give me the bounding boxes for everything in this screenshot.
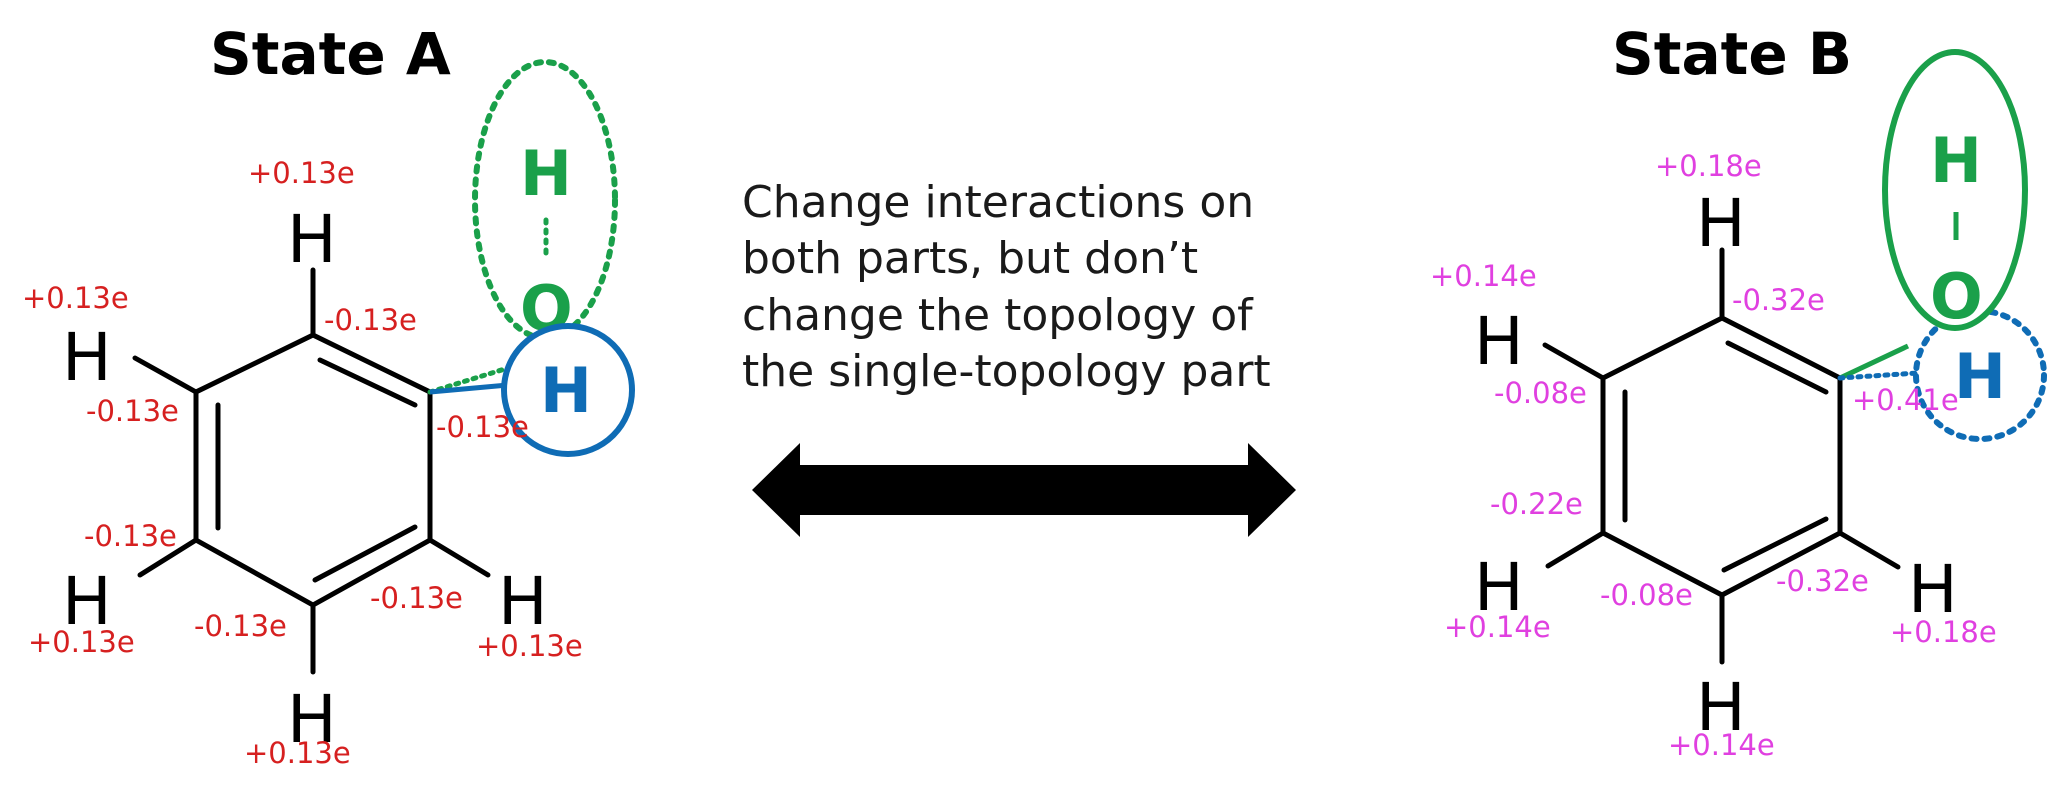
state-a-ch-bond xyxy=(137,537,199,578)
state-a-dummy-h-atom: H xyxy=(520,137,572,210)
state-b-ch-bond xyxy=(1837,530,1901,570)
state-b-title: State B xyxy=(1612,20,1852,88)
state-b-dummy-h-atom: H xyxy=(1954,340,2006,413)
state-a-charge-label: -0.13e xyxy=(86,394,179,428)
state-a-atom-h: H xyxy=(287,681,337,758)
state-b-charge-label: +0.14e xyxy=(1430,259,1537,293)
state-b-charge-label: -0.08e xyxy=(1494,376,1587,410)
state-a-charge-label: -0.13e xyxy=(436,410,529,444)
caption-line: Change interactions on xyxy=(742,177,1254,228)
state-a-double-bond xyxy=(317,357,418,408)
state-b-double-bond xyxy=(1725,340,1829,395)
state-b-atom-h: H xyxy=(1474,303,1524,380)
state-a-charge-label: +0.13e xyxy=(476,629,583,663)
state-b-charge-label: -0.22e xyxy=(1490,487,1583,521)
state-a-double-bond xyxy=(312,524,418,583)
state-a-charge-label: -0.13e xyxy=(84,519,177,553)
state-a-charge-label: +0.13e xyxy=(244,736,351,770)
state-a-molecule: State A H H H H H H O H +0.13e +0.13e +0… xyxy=(22,20,635,770)
state-b-oh-ellipse xyxy=(1882,49,2028,331)
state-b-charge-label: -0.08e xyxy=(1600,578,1693,612)
state-a-blue-h-atom: H xyxy=(540,354,592,427)
state-b-molecule: State B H H H H H H H O +0.18e +0.14e +0… xyxy=(1430,20,2047,762)
state-a-ch-bond xyxy=(132,355,199,395)
state-b-atom-h: H xyxy=(1696,669,1746,746)
state-a-ch-bond xyxy=(427,537,491,578)
state-b-dummy-bond-h xyxy=(1837,370,1921,381)
state-a-charge-label: +0.13e xyxy=(22,281,129,315)
state-a-bond-h xyxy=(429,382,509,395)
state-a-atom-h: H xyxy=(287,201,337,278)
state-b-charge-label: +0.14e xyxy=(1668,728,1775,762)
state-a-charge-label: -0.13e xyxy=(370,581,463,615)
caption-line: both parts, but don’t xyxy=(742,233,1198,284)
state-b-ch-bond xyxy=(1542,342,1606,381)
state-a-atom-h: H xyxy=(62,563,112,640)
state-b-ch-bond xyxy=(1545,530,1606,569)
state-a-charge-label: +0.13e xyxy=(248,156,355,190)
state-b-charge-label: -0.32e xyxy=(1732,283,1825,317)
state-a-charge-label: -0.13e xyxy=(194,609,287,643)
caption-line: change the topology of xyxy=(742,290,1254,341)
state-b-green-o-atom: O xyxy=(1930,260,1983,333)
state-b-atom-h: H xyxy=(1908,551,1958,628)
state-a-atom-h: H xyxy=(62,319,112,396)
state-b-charge-label: +0.18e xyxy=(1655,149,1762,183)
caption-line: the single-topology part xyxy=(742,346,1271,397)
state-a-benzene-ring xyxy=(193,332,433,608)
state-a-charge-label: +0.13e xyxy=(28,625,135,659)
state-b-charge-label: +0.41e xyxy=(1852,383,1959,417)
state-a-h-circle xyxy=(501,323,635,457)
state-b-double-bond xyxy=(1721,516,1829,573)
transformation-caption: Change interactions on both parts, but d… xyxy=(742,177,1271,397)
state-b-green-h-atom: H xyxy=(1930,124,1982,197)
state-b-charge-label: -0.32e xyxy=(1776,564,1869,598)
state-b-atom-h: H xyxy=(1696,185,1746,262)
state-b-atom-h: H xyxy=(1474,549,1524,626)
double-headed-arrow xyxy=(752,443,1296,537)
state-b-charge-label: +0.14e xyxy=(1444,610,1551,644)
state-a-atom-h: H xyxy=(498,563,548,640)
state-b-benzene-ring xyxy=(1600,315,1843,598)
state-a-dummy-bond-oh xyxy=(427,365,511,395)
state-a-charge-label: -0.13e xyxy=(324,303,417,337)
state-a-title: State A xyxy=(210,20,451,88)
state-b-bond-oh xyxy=(1838,343,1910,381)
state-b-charge-label: +0.18e xyxy=(1890,615,1997,649)
